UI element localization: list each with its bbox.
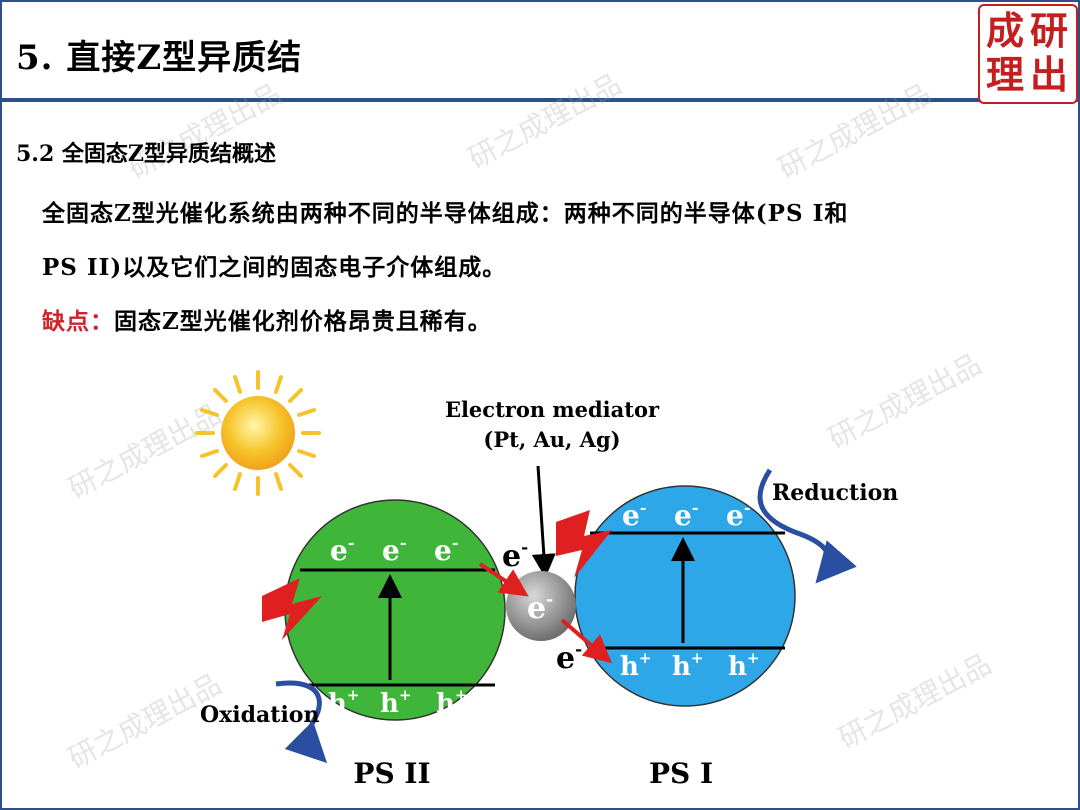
seal-char-3: 理	[986, 52, 1025, 97]
header-rule	[0, 98, 1080, 102]
ps1-hole: h+	[728, 649, 759, 682]
mediator-pointer-arrow	[531, 465, 556, 578]
ps1-label: PS I	[649, 757, 713, 790]
sun-icon	[195, 370, 321, 496]
mediator-label-2: (Pt, Au, Ag)	[483, 427, 620, 452]
slide-header: 5. 直接Z型异质结	[2, 2, 1078, 100]
ps2-electron: e-	[434, 533, 458, 567]
transfer-electron-lower: e-	[556, 640, 582, 676]
ps2-hole: h+	[328, 686, 359, 719]
oxidation-label: Oxidation	[200, 702, 319, 728]
transfer-electron-upper: e-	[502, 538, 528, 574]
seal-char-4: 出	[1030, 52, 1069, 97]
ps2-hole: h+	[380, 686, 411, 719]
reduction-label: Reduction	[772, 480, 898, 506]
ps2-electron: e-	[382, 533, 406, 567]
lightning-bolt-icon	[556, 510, 612, 578]
mediator-label-1: Electron mediator	[445, 397, 660, 422]
paragraph-line-2: PS II)以及它们之间的固态电子介体组成。	[42, 254, 507, 281]
drawback-label: 缺点：	[42, 308, 114, 335]
ps2-label: PS II	[353, 757, 430, 790]
ps1-hole: h+	[620, 649, 651, 682]
oxidation-arrow	[275, 680, 328, 764]
logo-seal: 成 研 理 出	[978, 4, 1078, 104]
mediator-to-ps1-arrow	[560, 618, 613, 664]
ps2-to-mediator-arrow	[478, 562, 529, 597]
ps1-hole: h+	[672, 649, 703, 682]
ps2-electron: e-	[330, 533, 354, 567]
ps1-semiconductor	[574, 485, 796, 707]
ps1-electron: e-	[674, 498, 698, 532]
slide-title: 5. 直接Z型异质结	[16, 38, 303, 78]
ps2-semiconductor	[284, 499, 506, 721]
ps1-electron: e-	[726, 498, 750, 532]
mediator-electron: e-	[527, 590, 553, 626]
drawback-line: 缺点：固态Z型光催化剂价格昂贵且稀有。	[42, 302, 1052, 336]
reduction-arrow	[757, 468, 857, 584]
section-subtitle: 5.2 全固态Z型异质结概述	[16, 141, 276, 167]
seal-char-2: 研	[1030, 8, 1069, 53]
ps2-hole: h+	[436, 686, 467, 719]
seal-char-1: 成	[986, 8, 1025, 53]
lightning-bolt-icon	[262, 578, 322, 640]
ps1-electron: e-	[622, 498, 646, 532]
paragraph-line-1: 全固态Z型光催化系统由两种不同的半导体组成：两种不同的半导体(PS I和	[42, 200, 849, 227]
drawback-text: 固态Z型光催化剂价格昂贵且稀有。	[114, 308, 492, 335]
